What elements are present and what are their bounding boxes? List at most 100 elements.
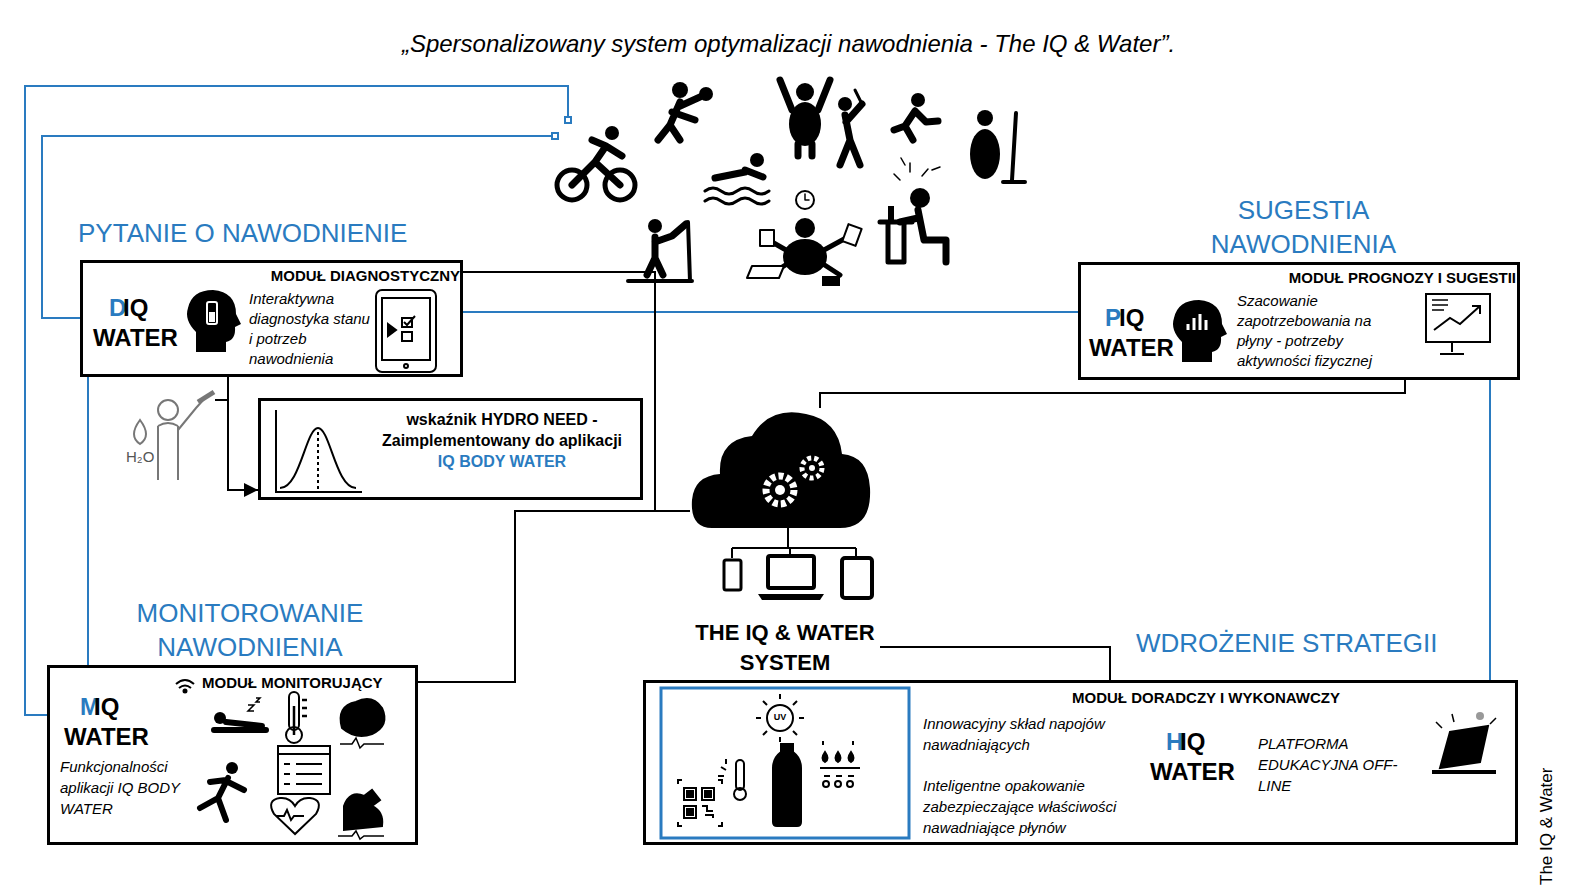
head-icon — [207, 302, 217, 324]
drinking-figure — [215, 399, 228, 401]
drinking-figure — [158, 398, 205, 480]
module-box: MONITOROWANIE NAWODNIENIAMODUŁ MONITORUJ… — [47, 665, 418, 845]
node-text: MODUŁ MONITORUJĄCY — [202, 674, 414, 692]
connector — [820, 380, 1405, 408]
activity-figures — [760, 230, 774, 246]
connector — [228, 377, 258, 490]
activity-figures — [888, 206, 894, 222]
strategy-icons — [736, 760, 744, 790]
strategy-icons — [705, 791, 711, 797]
monitor-icon — [1432, 300, 1448, 310]
activity-figures — [658, 97, 700, 140]
cloud-icon — [809, 465, 815, 471]
connector — [87, 377, 89, 665]
monitoring-icons — [271, 798, 319, 834]
activity-figures — [970, 129, 1000, 179]
node-text: MODUŁ DORADCZY I WYKONAWCZY — [1036, 689, 1376, 707]
monitor-icon — [1426, 294, 1490, 354]
cloud-icon — [768, 556, 814, 588]
module-box: WDROŻENIE STRATEGIIMODUŁ DORADCZY I WYKO… — [643, 680, 1518, 845]
cloud-icon — [732, 528, 856, 558]
strategy-icons — [1476, 712, 1484, 720]
activity-figures — [557, 80, 1025, 286]
strategy-icons — [823, 752, 854, 762]
cloud-icon — [692, 412, 870, 528]
monitoring-icons — [344, 790, 382, 830]
activity-figures — [796, 83, 814, 101]
activity-figures — [699, 87, 713, 101]
cloud-icon — [775, 485, 785, 495]
strategy-icons — [847, 781, 853, 787]
activity-figures — [705, 188, 769, 204]
strategy-icons — [702, 806, 713, 818]
activity-figures — [880, 222, 912, 262]
activity-figures — [894, 111, 938, 140]
drinking-figure — [134, 420, 146, 444]
node-text: Interaktywna diagnostyka stanu i potrzeb… — [249, 289, 371, 369]
activity-figures — [977, 110, 993, 126]
tablet-icon — [376, 290, 436, 372]
activity-figures — [747, 266, 784, 278]
system-node: THE IQ & WATER SYSTEM — [690, 408, 880, 684]
node-text: IQ WATER — [1150, 727, 1250, 787]
monitoring-icons — [248, 698, 260, 711]
drinking-figure — [198, 392, 214, 402]
node-text: wskaźnik HYDRO NEED - Zaimplementowany d… — [363, 409, 641, 451]
icon-label: H₂O — [126, 448, 166, 466]
module-box: PYTANIE O NAWODNIENIEMODUŁ DIAGNOSTYCZNY… — [80, 260, 463, 377]
strategy-icons — [718, 759, 726, 776]
monitoring-icons — [338, 831, 384, 839]
head-icon — [1173, 300, 1227, 362]
strategy-icons — [684, 788, 696, 800]
strategy-icons — [1432, 770, 1496, 774]
node-text: Funkcjonalności aplikacji IQ BODY WATER — [60, 756, 196, 819]
head-icon — [187, 290, 241, 352]
head-icon — [209, 312, 215, 322]
node-text: Inteligentne opakowanie zabezpieczające … — [923, 775, 1148, 838]
node-text: THE IQ & WATER SYSTEM — [690, 618, 880, 678]
activity-figures — [715, 170, 763, 178]
tablet-icon — [376, 290, 436, 372]
icon-label: UV — [770, 712, 790, 723]
tablet-icon — [382, 298, 430, 360]
activity-figures — [838, 97, 852, 111]
activity-figures — [783, 239, 827, 275]
module-box: SUGESTIA NAWODNIENIAMODUŁ PROGNOZY I SUG… — [1078, 262, 1520, 380]
node-text: MODUŁ DIAGNOSTYCZNY — [228, 267, 460, 285]
activity-figures — [840, 104, 862, 165]
diagram-title: „Spersonalizowany system optymalizacji n… — [0, 30, 1577, 58]
activity-figures — [795, 218, 815, 238]
connector — [880, 647, 1110, 680]
node-text: PLATFORMA EDUKACYJNA OFF-LINE — [1258, 733, 1426, 796]
strategy-icons — [820, 741, 860, 776]
node-text: SUGESTIA NAWODNIENIA — [1181, 193, 1426, 261]
drinking-figure — [134, 392, 228, 480]
activity-figures — [911, 93, 925, 107]
module-box: wskaźnik HYDRO NEED - Zaimplementowany d… — [258, 398, 643, 500]
tablet-icon — [404, 364, 408, 368]
strategy-icons — [678, 780, 722, 826]
drinking-figure — [158, 400, 178, 420]
strategy-icons — [687, 791, 693, 797]
strategy-icons — [773, 744, 801, 826]
activity-figures — [842, 224, 861, 246]
bell-curve — [276, 410, 362, 492]
monitoring-icons — [294, 700, 307, 735]
node-text: IQ WATER — [1089, 303, 1184, 363]
connector — [418, 511, 690, 682]
activity-figures — [855, 90, 862, 104]
activity-figures — [605, 126, 619, 140]
monitoring-icons — [278, 746, 330, 794]
activity-figures — [910, 188, 930, 208]
monitoring-icons — [278, 754, 330, 784]
monitor-icon — [1434, 306, 1480, 354]
monitoring-icons — [340, 738, 384, 748]
monitoring-icons — [276, 810, 304, 820]
watermark: The IQ & Water — [1537, 768, 1557, 885]
activity-figures — [796, 191, 814, 209]
connector — [463, 272, 690, 511]
strategy-icons — [661, 688, 1496, 838]
activity-figures — [900, 210, 946, 262]
head-icon — [1188, 314, 1206, 330]
